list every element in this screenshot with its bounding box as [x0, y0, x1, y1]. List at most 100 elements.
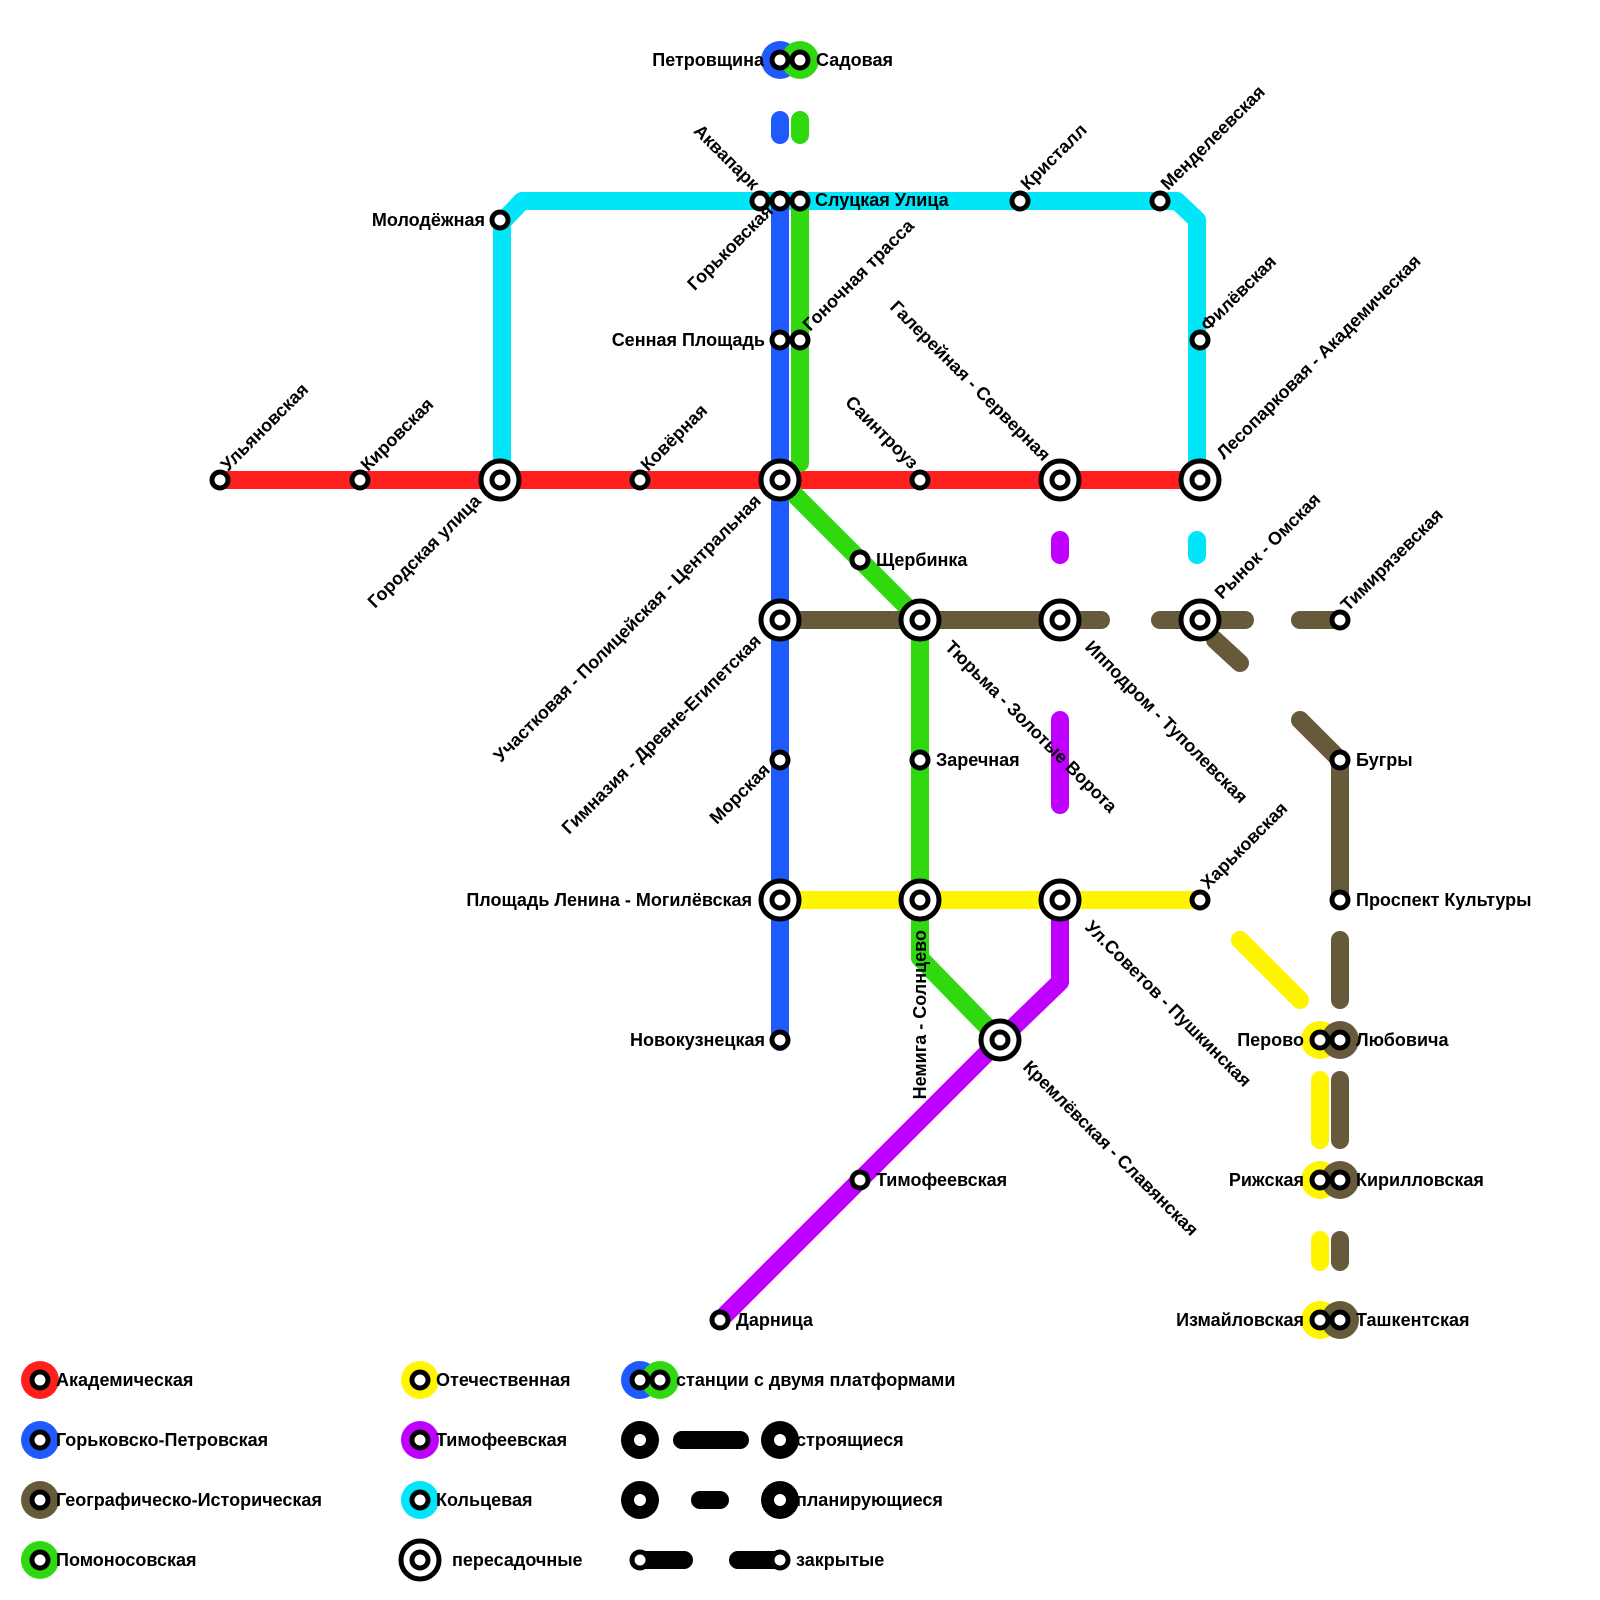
- legend-item-geograficheskaya: Географическо-Историческая: [21, 1481, 322, 1519]
- station-galereynaya[interactable]: [1038, 458, 1082, 502]
- station-kovernaya[interactable]: [629, 469, 651, 491]
- label-kirovskaya: Кировская: [357, 394, 438, 475]
- svg-text:Академическая: Академическая: [56, 1370, 193, 1390]
- label-filevskaya: Филёвская: [1197, 251, 1280, 334]
- station-gimnaziya[interactable]: [758, 598, 802, 642]
- legend-item-closed: закрытые: [629, 1549, 884, 1571]
- station-novokuznetskaya[interactable]: [769, 1029, 791, 1051]
- station-akvapark[interactable]: [749, 190, 771, 212]
- svg-text:строящиеся: строящиеся: [796, 1430, 904, 1450]
- station-darnitsa[interactable]: [709, 1309, 731, 1331]
- legend-item-otechestvennaya: Отечественная: [401, 1361, 571, 1399]
- legend: Академическая Горьковско-Петровская Геог…: [21, 1361, 955, 1582]
- legend-item-timofeevskaya: Тимофеевская: [401, 1421, 567, 1459]
- legend-item-two-platforms: станции с двумя платформами: [621, 1361, 955, 1399]
- label-mendeleevskaya: Менделеевская: [1157, 82, 1269, 194]
- svg-text:Отечественная: Отечественная: [436, 1370, 571, 1390]
- legend-item-koltsevaya: Кольцевая: [401, 1481, 532, 1519]
- station-filevskaya[interactable]: [1189, 329, 1211, 351]
- station-tyurma[interactable]: [898, 598, 942, 642]
- station-saintrouz[interactable]: [909, 469, 931, 491]
- station-timiryazevskaya[interactable]: [1329, 609, 1351, 631]
- station-morskaya[interactable]: [769, 749, 791, 771]
- label-kremlevskaya: Кремлёвская - Славянская: [1019, 1057, 1202, 1240]
- station-lesoparkovaya[interactable]: [1178, 458, 1222, 502]
- station-petrovshchina[interactable]: [769, 49, 791, 71]
- svg-text:Кольцевая: Кольцевая: [436, 1490, 532, 1510]
- label-ul-sovetov: Ул.Советов - Пушкинская: [1081, 917, 1255, 1091]
- station-nemiga[interactable]: [898, 878, 942, 922]
- station-sennaya[interactable]: [769, 329, 791, 351]
- label-tashkentskaya: Ташкентская: [1356, 1310, 1470, 1330]
- legend-item-akademicheskaya: Академическая: [21, 1361, 193, 1399]
- station-kirovskaya[interactable]: [349, 469, 371, 491]
- label-sadovaya: Садовая: [816, 50, 893, 70]
- svg-text:планирующиеся: планирующиеся: [796, 1490, 943, 1510]
- station-gonochnaya[interactable]: [789, 329, 811, 351]
- label-saintrouz: Саинтроуз: [841, 392, 922, 473]
- station-kremlevskaya[interactable]: [978, 1018, 1022, 1062]
- label-nemiga: Немига - Солнцево: [910, 930, 930, 1099]
- svg-text:Географическо-Историческая: Географическо-Историческая: [56, 1490, 322, 1510]
- label-lyubovicha: Любовича: [1356, 1030, 1449, 1050]
- label-kirillovskaya: Кирилловская: [1356, 1170, 1484, 1190]
- station-tashkentskaya[interactable]: [1329, 1309, 1351, 1331]
- station-rizhskaya[interactable]: [1309, 1169, 1331, 1191]
- label-ploshchad-lenina: Площадь Ленина - Могилёвская: [466, 890, 752, 910]
- label-petrovshchina: Петровщина: [652, 50, 765, 70]
- label-uchastkovaya: Участковая - Полицейская - Центральная: [490, 491, 765, 766]
- label-gorodskaya: Городская улица: [364, 490, 486, 612]
- station-ploshchad-lenina[interactable]: [758, 878, 802, 922]
- station-ulyanovskaya[interactable]: [209, 469, 231, 491]
- label-timiryazevskaya: Тимирязевская: [1337, 505, 1447, 615]
- station-timofeevskaya[interactable]: [849, 1169, 871, 1191]
- label-novokuznetskaya: Новокузнецкая: [630, 1030, 765, 1050]
- label-izmaylovskaya: Измайловская: [1176, 1310, 1304, 1330]
- line-otechestvennaya: [771, 891, 1329, 1271]
- station-sadovaya[interactable]: [789, 49, 811, 71]
- station-kristall[interactable]: [1009, 190, 1031, 212]
- station-shcherbinka[interactable]: [849, 549, 871, 571]
- station-gorodskaya[interactable]: [478, 458, 522, 502]
- label-galereynaya: Галерейная - Серверная: [886, 297, 1054, 465]
- station-kirillovskaya[interactable]: [1329, 1169, 1351, 1191]
- station-ul-sovetov[interactable]: [1038, 878, 1082, 922]
- label-kristall: Кристалл: [1017, 120, 1091, 194]
- station-lyubovicha[interactable]: [1329, 1029, 1351, 1051]
- legend-item-transfer: пересадочные: [398, 1538, 583, 1582]
- svg-text:станции с двумя платформами: станции с двумя платформами: [676, 1370, 955, 1390]
- label-kharkovskaya: Харьковская: [1197, 798, 1292, 893]
- station-uchastkovaya[interactable]: [758, 458, 802, 502]
- station-gorkovskaya[interactable]: [769, 190, 791, 212]
- legend-item-under-construction: строящиеся: [621, 1421, 904, 1459]
- svg-text:закрытые: закрытые: [796, 1550, 884, 1570]
- svg-text:пересадочные: пересадочные: [452, 1550, 583, 1570]
- station-bugry[interactable]: [1329, 749, 1351, 771]
- label-sennaya: Сенная Площадь: [612, 330, 765, 350]
- line-koltsevaya: [493, 192, 1206, 489]
- legend-item-gorkovsko: Горьковско-Петровская: [21, 1421, 268, 1459]
- label-bugry: Бугры: [1356, 750, 1413, 770]
- station-rynok[interactable]: [1178, 598, 1222, 642]
- svg-text:Горьковско-Петровская: Горьковско-Петровская: [56, 1430, 268, 1450]
- station-kharkovskaya[interactable]: [1189, 889, 1211, 911]
- label-sluckaya: Слуцкая Улица: [815, 190, 950, 210]
- station-izmaylovskaya[interactable]: [1309, 1309, 1331, 1331]
- label-rizhskaya: Рижская: [1229, 1170, 1304, 1190]
- label-rynok: Рынок - Омская: [1211, 489, 1325, 603]
- label-kovernaya: Ковёрная: [637, 400, 712, 475]
- station-perovo[interactable]: [1309, 1029, 1331, 1051]
- label-molodezhnaya: Молодёжная: [372, 210, 485, 230]
- station-mendeleevskaya[interactable]: [1149, 190, 1171, 212]
- label-perovo: Перово: [1237, 1030, 1304, 1050]
- station-sluckaya[interactable]: [789, 190, 811, 212]
- station-molodezhnaya[interactable]: [489, 209, 511, 231]
- station-ippodrom[interactable]: [1038, 598, 1082, 642]
- label-akvapark: Аквапарк: [690, 120, 764, 194]
- label-morskaya: Морская: [706, 760, 774, 828]
- station-zarechnaya[interactable]: [909, 749, 931, 771]
- label-prospekt-kultury: Проспект Культуры: [1356, 890, 1532, 910]
- label-shcherbinka: Щербинка: [876, 550, 968, 570]
- station-prospekt-kultury[interactable]: [1329, 889, 1351, 911]
